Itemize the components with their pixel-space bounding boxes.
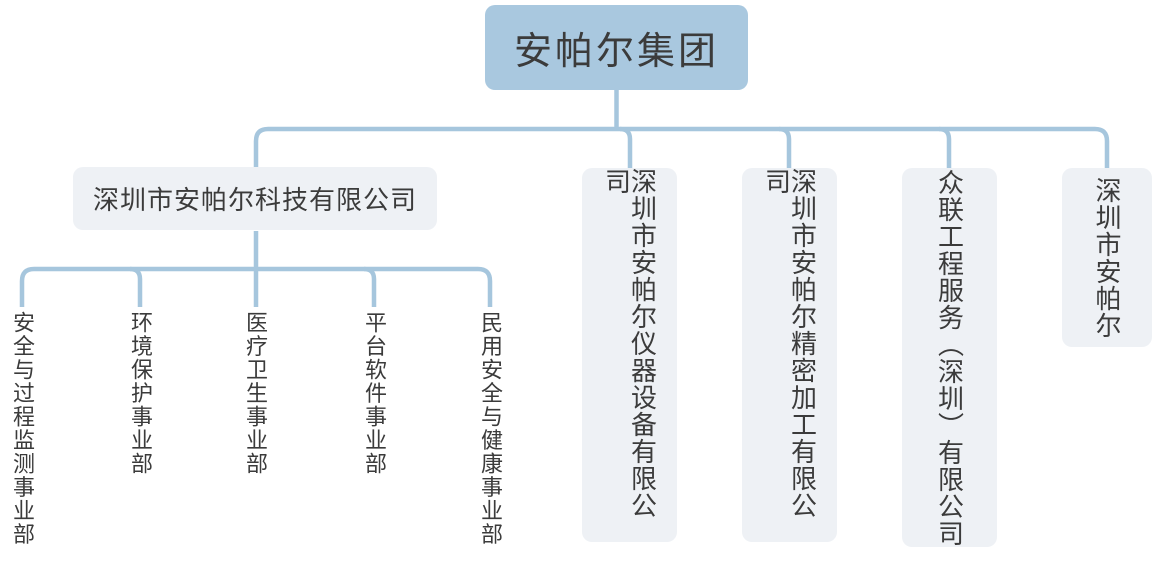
connector-stub-environment [129, 266, 143, 307]
dept-platform-software: 平台软件事业部 [362, 311, 387, 476]
dept-environment-protection: 环境保护事业部 [128, 311, 153, 476]
org-node-instruments-company: 深圳市安帕尔仪器设备有限公司 [582, 168, 677, 542]
org-node-tech-company: 深圳市安帕尔科技有限公司 [73, 167, 437, 230]
connector-stub-platform [363, 266, 377, 307]
dept-civil-safety-health: 民用安全与健康事业部 [478, 311, 503, 546]
org-node-anpaer-company: 深圳市安帕尔 [1062, 168, 1152, 347]
connector-dept-rail [19, 266, 493, 307]
connector-stub-precision [778, 126, 792, 168]
dept-medical-health: 医疗卫生事业部 [243, 311, 268, 476]
connector-stub-zhonglian [938, 126, 952, 168]
org-node-group-root: 安帕尔集团 [485, 5, 748, 90]
dept-safety-process-monitoring: 安全与过程监测事业部 [10, 311, 35, 546]
connector-top-rail [253, 126, 1110, 168]
org-node-precision-company: 深圳市安帕尔精密加工有限公司 [742, 168, 837, 542]
org-node-zhonglian-company: 众联工程服务（深圳）有限公司 [902, 168, 997, 547]
connector-stub-instruments [619, 126, 633, 168]
